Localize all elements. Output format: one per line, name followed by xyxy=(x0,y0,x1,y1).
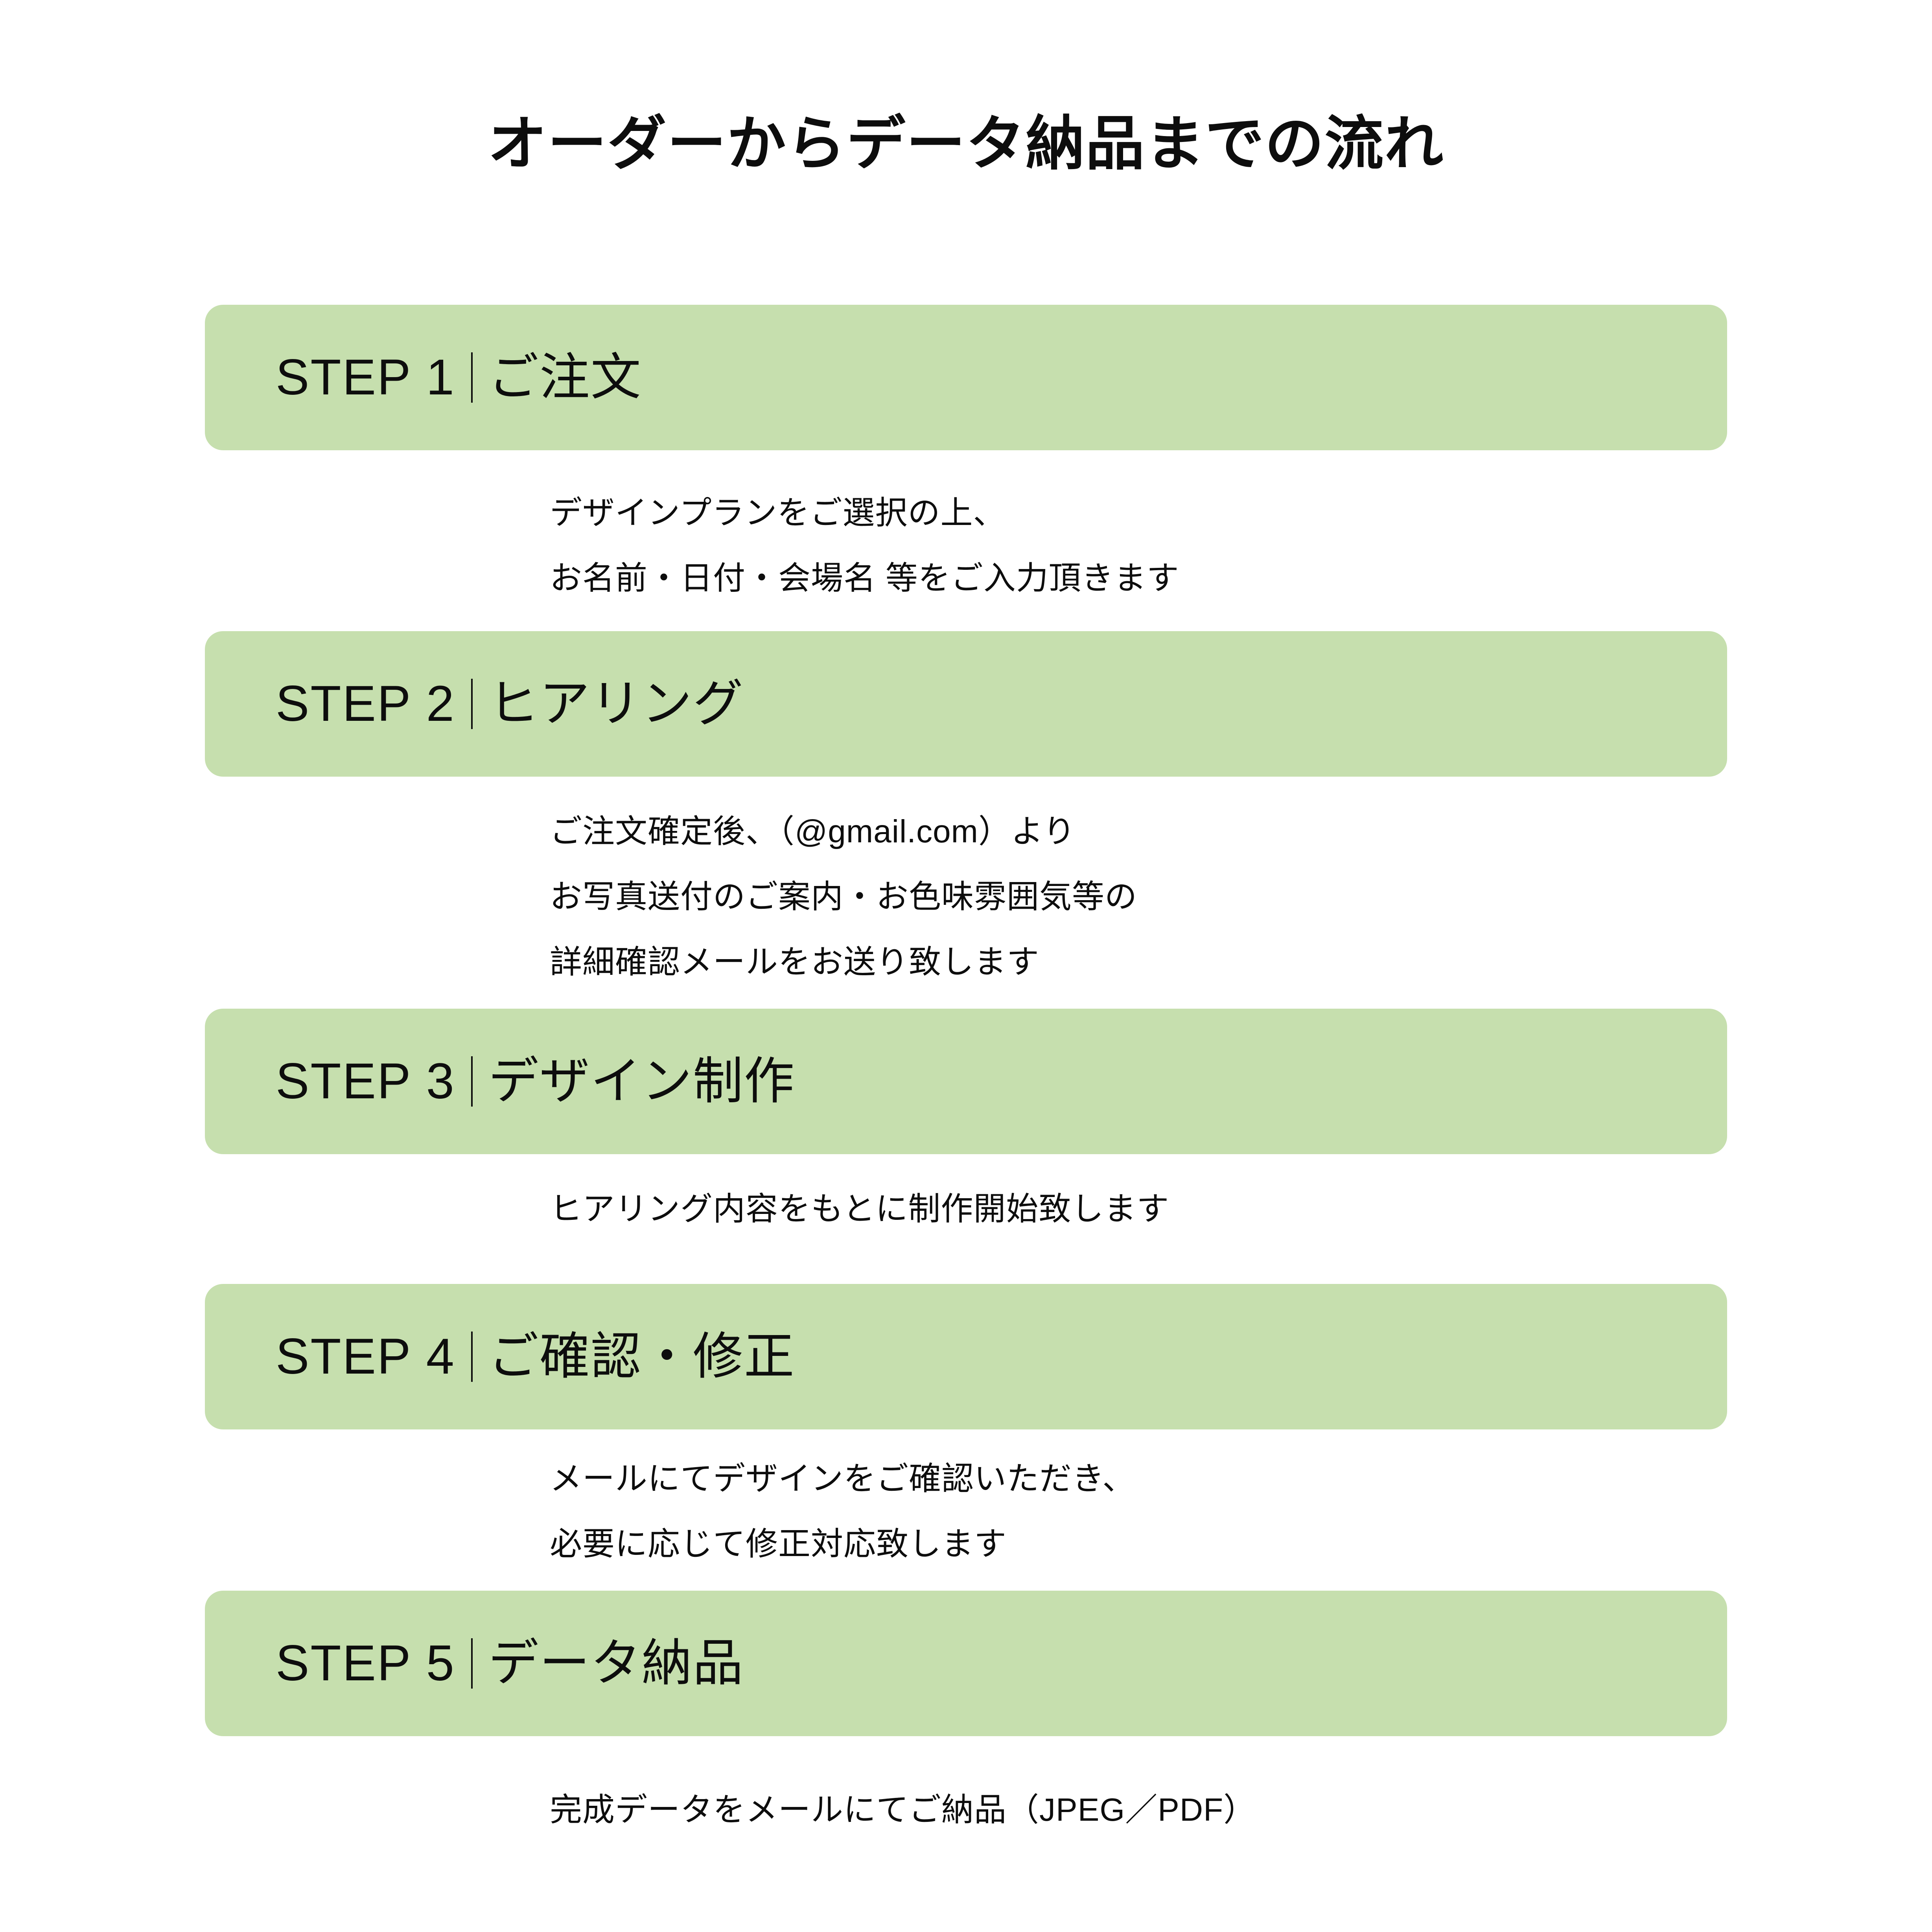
page-title: オーダーからデータ納品までの流れ xyxy=(488,111,1444,177)
step-1-number-label: STEP 1 xyxy=(276,349,455,405)
step-bar-5: STEP 5 データ納品 xyxy=(205,1591,1727,1736)
step-bar-1: STEP 1 ご注文 xyxy=(205,305,1727,450)
step-3-description: ヒアリング内容をもとに制作開始致します xyxy=(550,1191,1170,1227)
step-4-description: メールにてデザインをご確認いただき、 必要に応じて修正対応致します xyxy=(550,1461,1135,1562)
step-5-description: 完成データをメールにてご納品（JPEG／PDF） xyxy=(550,1792,1256,1828)
step-2-divider-icon xyxy=(471,679,473,729)
step-5-title: データ納品 xyxy=(488,1635,744,1691)
step-bar-1-content: STEP 1 ご注文 xyxy=(276,352,642,403)
step-2-number-label: STEP 2 xyxy=(276,676,455,732)
step-bar-2-content: STEP 2 ヒアリング xyxy=(276,679,744,729)
step-1-description: デザインプランをご選択の上、 お名前・日付・会場名 等をご入力頂きます xyxy=(550,495,1179,596)
step-2-title: ヒアリング xyxy=(488,676,744,732)
step-bar-4-content: STEP 4 ご確認・修正 xyxy=(276,1332,795,1382)
step-2-description: ご注文確定後、（@gmail.com）より お写真送付のご案内・お色味雰囲気等の… xyxy=(550,814,1138,980)
step-5-divider-icon xyxy=(471,1638,473,1689)
step-3-divider-icon xyxy=(471,1056,473,1107)
step-bar-5-content: STEP 5 データ納品 xyxy=(276,1638,744,1689)
step-bar-4: STEP 4 ご確認・修正 xyxy=(205,1284,1727,1429)
step-3-title: デザイン制作 xyxy=(488,1053,795,1109)
step-bar-2: STEP 2 ヒアリング xyxy=(205,631,1727,777)
step-4-divider-icon xyxy=(471,1332,473,1382)
step-5-number-label: STEP 5 xyxy=(276,1635,455,1691)
step-bar-3: STEP 3 デザイン制作 xyxy=(205,1009,1727,1154)
step-3-number-label: STEP 3 xyxy=(276,1053,455,1109)
step-1-divider-icon xyxy=(471,352,473,403)
step-bar-3-content: STEP 3 デザイン制作 xyxy=(276,1056,795,1107)
step-4-number-label: STEP 4 xyxy=(276,1328,455,1385)
step-4-title: ご確認・修正 xyxy=(488,1328,795,1385)
step-1-title: ご注文 xyxy=(488,349,642,405)
